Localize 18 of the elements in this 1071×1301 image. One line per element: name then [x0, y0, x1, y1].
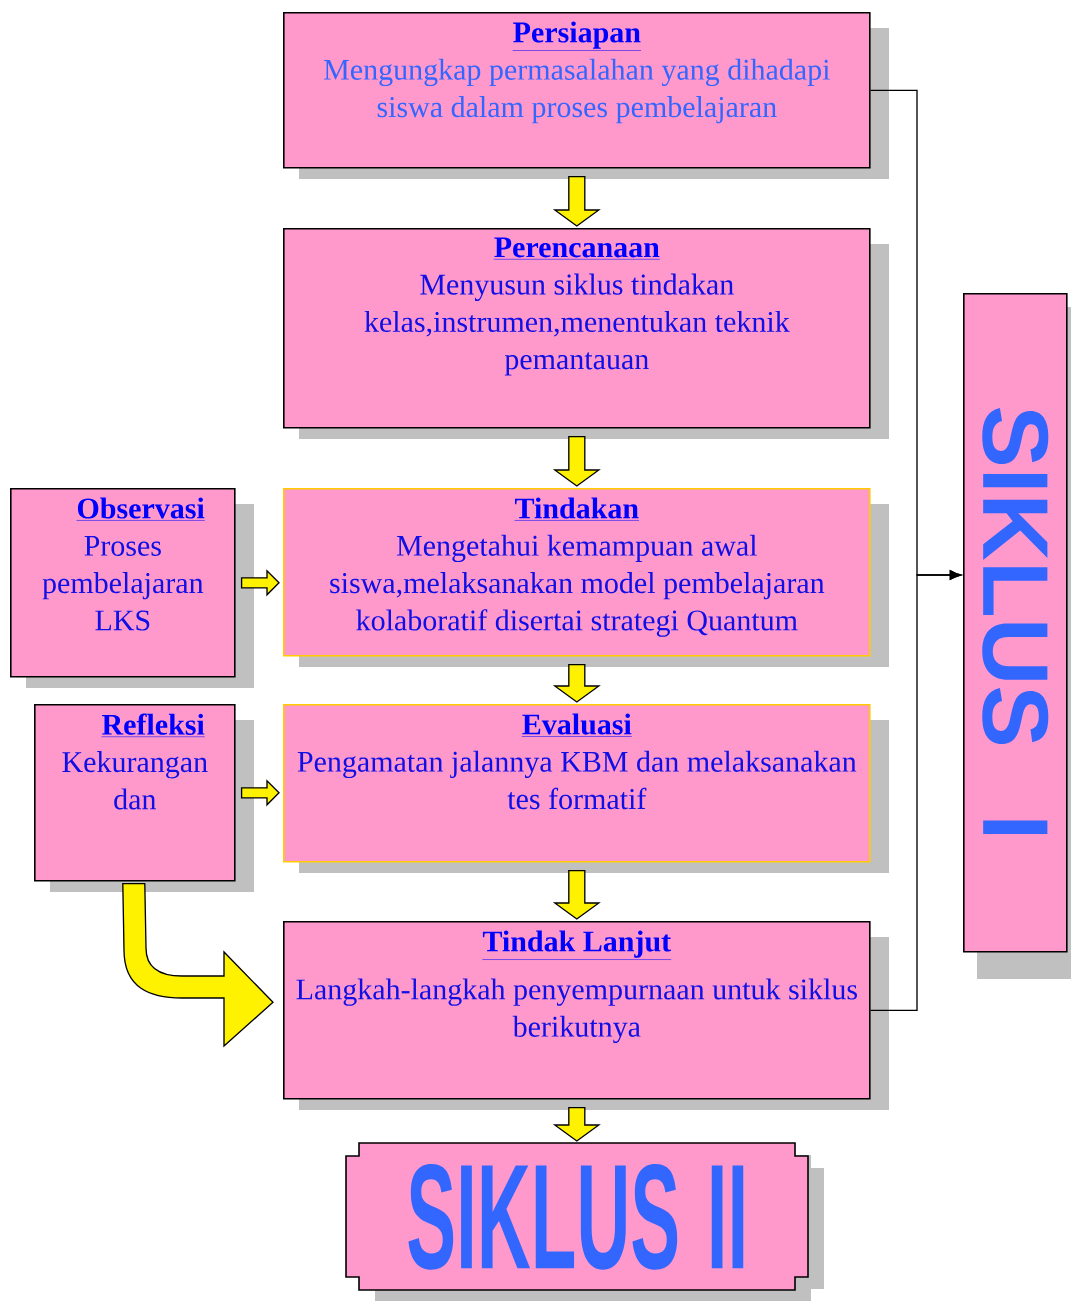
side-box: Refleksi Kekurangan dan: [34, 704, 254, 892]
title-banner: SIKLUS II: [345, 1142, 824, 1301]
connector-arrow: [869, 570, 962, 1011]
process-box: Tindakan Mengetahui kemampuan awal siswa,melaksanakan model pembelajaran kolaboratif disertai strategi Quantum: [283, 488, 889, 667]
cycle-box: SIKLUS I: [963, 293, 1071, 979]
process-box: Persiapan Mengungkap permasalahan yang dihadapi siswa dalam proses pembelajaran: [283, 12, 889, 179]
block-arrow: [552, 175, 601, 227]
process-box: Perencanaan Menyusun siklus tindakan kelas,instrumen,menentukan teknik pemantauan: [283, 228, 889, 439]
curved-arrow: [122, 882, 274, 1047]
block-arrow: [552, 869, 601, 920]
block-arrow: [240, 569, 280, 597]
block-arrow: [240, 779, 280, 807]
process-box: Evaluasi Pengamatan jalannya KBM dan melaksanakan tes formatif: [283, 704, 889, 873]
block-arrow: [552, 435, 601, 487]
process-box: Tindak Lanjut Langkah-langkah penyempurnaan untuk siklus berikutnya: [283, 921, 889, 1110]
block-arrow: [552, 663, 601, 703]
block-arrow: [552, 1106, 601, 1142]
side-box: Observasi Proses pembelajaran LKS: [10, 488, 254, 688]
